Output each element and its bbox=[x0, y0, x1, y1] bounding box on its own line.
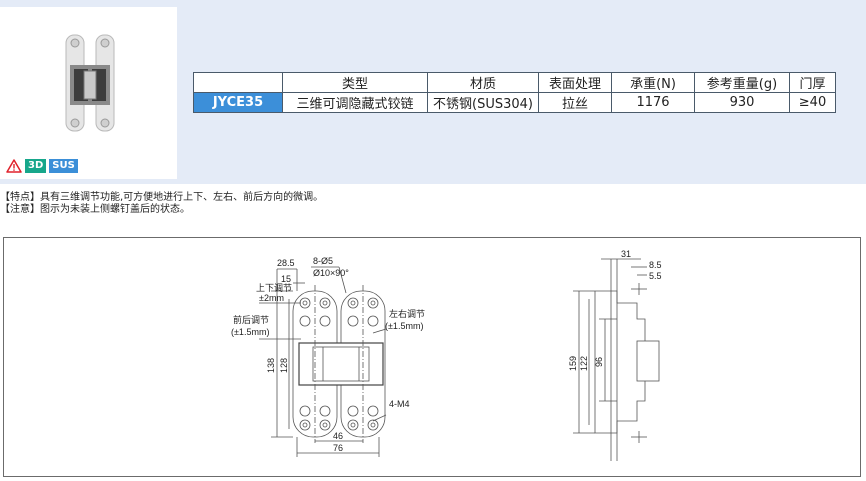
front-dim-phi10: Ø10×90° bbox=[313, 268, 349, 278]
front-dim-76: 76 bbox=[333, 443, 343, 453]
front-dim-46: 46 bbox=[333, 431, 343, 441]
drawing-svg: 28.5 15 8-Ø5 Ø10×90° 上下调节 ±2mm 前后调节 (±1.… bbox=[231, 249, 662, 461]
cell-surface: 拉丝 bbox=[538, 92, 612, 113]
cell-door-thickness: ≥40 bbox=[789, 92, 836, 113]
cell-load: 1176 bbox=[611, 92, 695, 113]
header-weight: 参考重量(g) bbox=[694, 72, 790, 93]
technical-drawing: 28.5 15 8-Ø5 Ø10×90° 上下调节 ±2mm 前后调节 (±1.… bbox=[3, 237, 861, 477]
front-adj-updown-value: ±2mm bbox=[259, 293, 284, 303]
header-type: 类型 bbox=[282, 72, 428, 93]
product-badges: 3D SUS bbox=[6, 159, 78, 173]
front-dim-138: 138 bbox=[266, 358, 276, 373]
side-dim-5-5: 5.5 bbox=[649, 271, 662, 281]
spec-table-row: JYCE35 三维可调隐藏式铰链 不锈钢(SUS304) 拉丝 1176 930… bbox=[193, 92, 836, 113]
cell-type: 三维可调隐藏式铰链 bbox=[282, 92, 428, 113]
side-view bbox=[573, 258, 660, 461]
front-dim-4-m4: 4-M4 bbox=[389, 399, 410, 409]
front-dim-8-phi5: 8-Ø5 bbox=[313, 256, 333, 266]
front-adj-leftright-label: 左右调节 bbox=[389, 308, 425, 319]
header-model: 型号 bbox=[193, 72, 283, 93]
header-load: 承重(N) bbox=[611, 72, 695, 93]
front-dim-28-5: 28.5 bbox=[277, 258, 295, 268]
product-photo-panel: 3D SUS bbox=[0, 7, 177, 179]
cell-material: 不锈钢(SUS304) bbox=[427, 92, 539, 113]
cell-weight: 930 bbox=[694, 92, 790, 113]
front-dim-15: 15 bbox=[281, 274, 291, 284]
header-material: 材质 bbox=[427, 72, 539, 93]
badge-sus: SUS bbox=[49, 159, 78, 173]
spec-table-header: 型号 类型 材质 表面处理 承重(N) 参考重量(g) 门厚 bbox=[193, 72, 836, 93]
warning-triangle-icon bbox=[6, 159, 22, 173]
cell-model: JYCE35 bbox=[193, 92, 283, 113]
spec-table: 型号 类型 材质 表面处理 承重(N) 参考重量(g) 门厚 JYCE35 三维… bbox=[193, 72, 836, 113]
front-dim-128: 128 bbox=[279, 358, 289, 373]
side-dim-8-5: 8.5 bbox=[649, 260, 662, 270]
front-adj-updown-label: 上下调节 bbox=[256, 283, 292, 293]
front-adj-leftright-value: (±1.5mm) bbox=[385, 321, 423, 331]
badge-3d: 3D bbox=[25, 159, 47, 173]
note-caution: 【注意】图示为未装上侧螺钉盖后的状态。 bbox=[0, 204, 190, 215]
front-screw-holes bbox=[299, 297, 379, 431]
side-dim-122: 122 bbox=[579, 356, 589, 371]
header-surface: 表面处理 bbox=[538, 72, 612, 93]
side-dim-31: 31 bbox=[621, 249, 631, 259]
front-adj-frontback-value: (±1.5mm) bbox=[231, 327, 269, 337]
header-door-thickness: 门厚 bbox=[789, 72, 836, 93]
side-dim-96: 96 bbox=[594, 357, 604, 367]
note-feature: 【特点】具有三维调节功能,可方便地进行上下、左右、前后方向的微调。 bbox=[0, 192, 324, 203]
side-dim-159: 159 bbox=[568, 356, 578, 371]
front-adj-frontback-label: 前后调节 bbox=[233, 314, 269, 325]
hinge-photo bbox=[65, 34, 115, 132]
notes: 【特点】具有三维调节功能,可方便地进行上下、左右、前后方向的微调。 【注意】图示… bbox=[0, 192, 323, 216]
